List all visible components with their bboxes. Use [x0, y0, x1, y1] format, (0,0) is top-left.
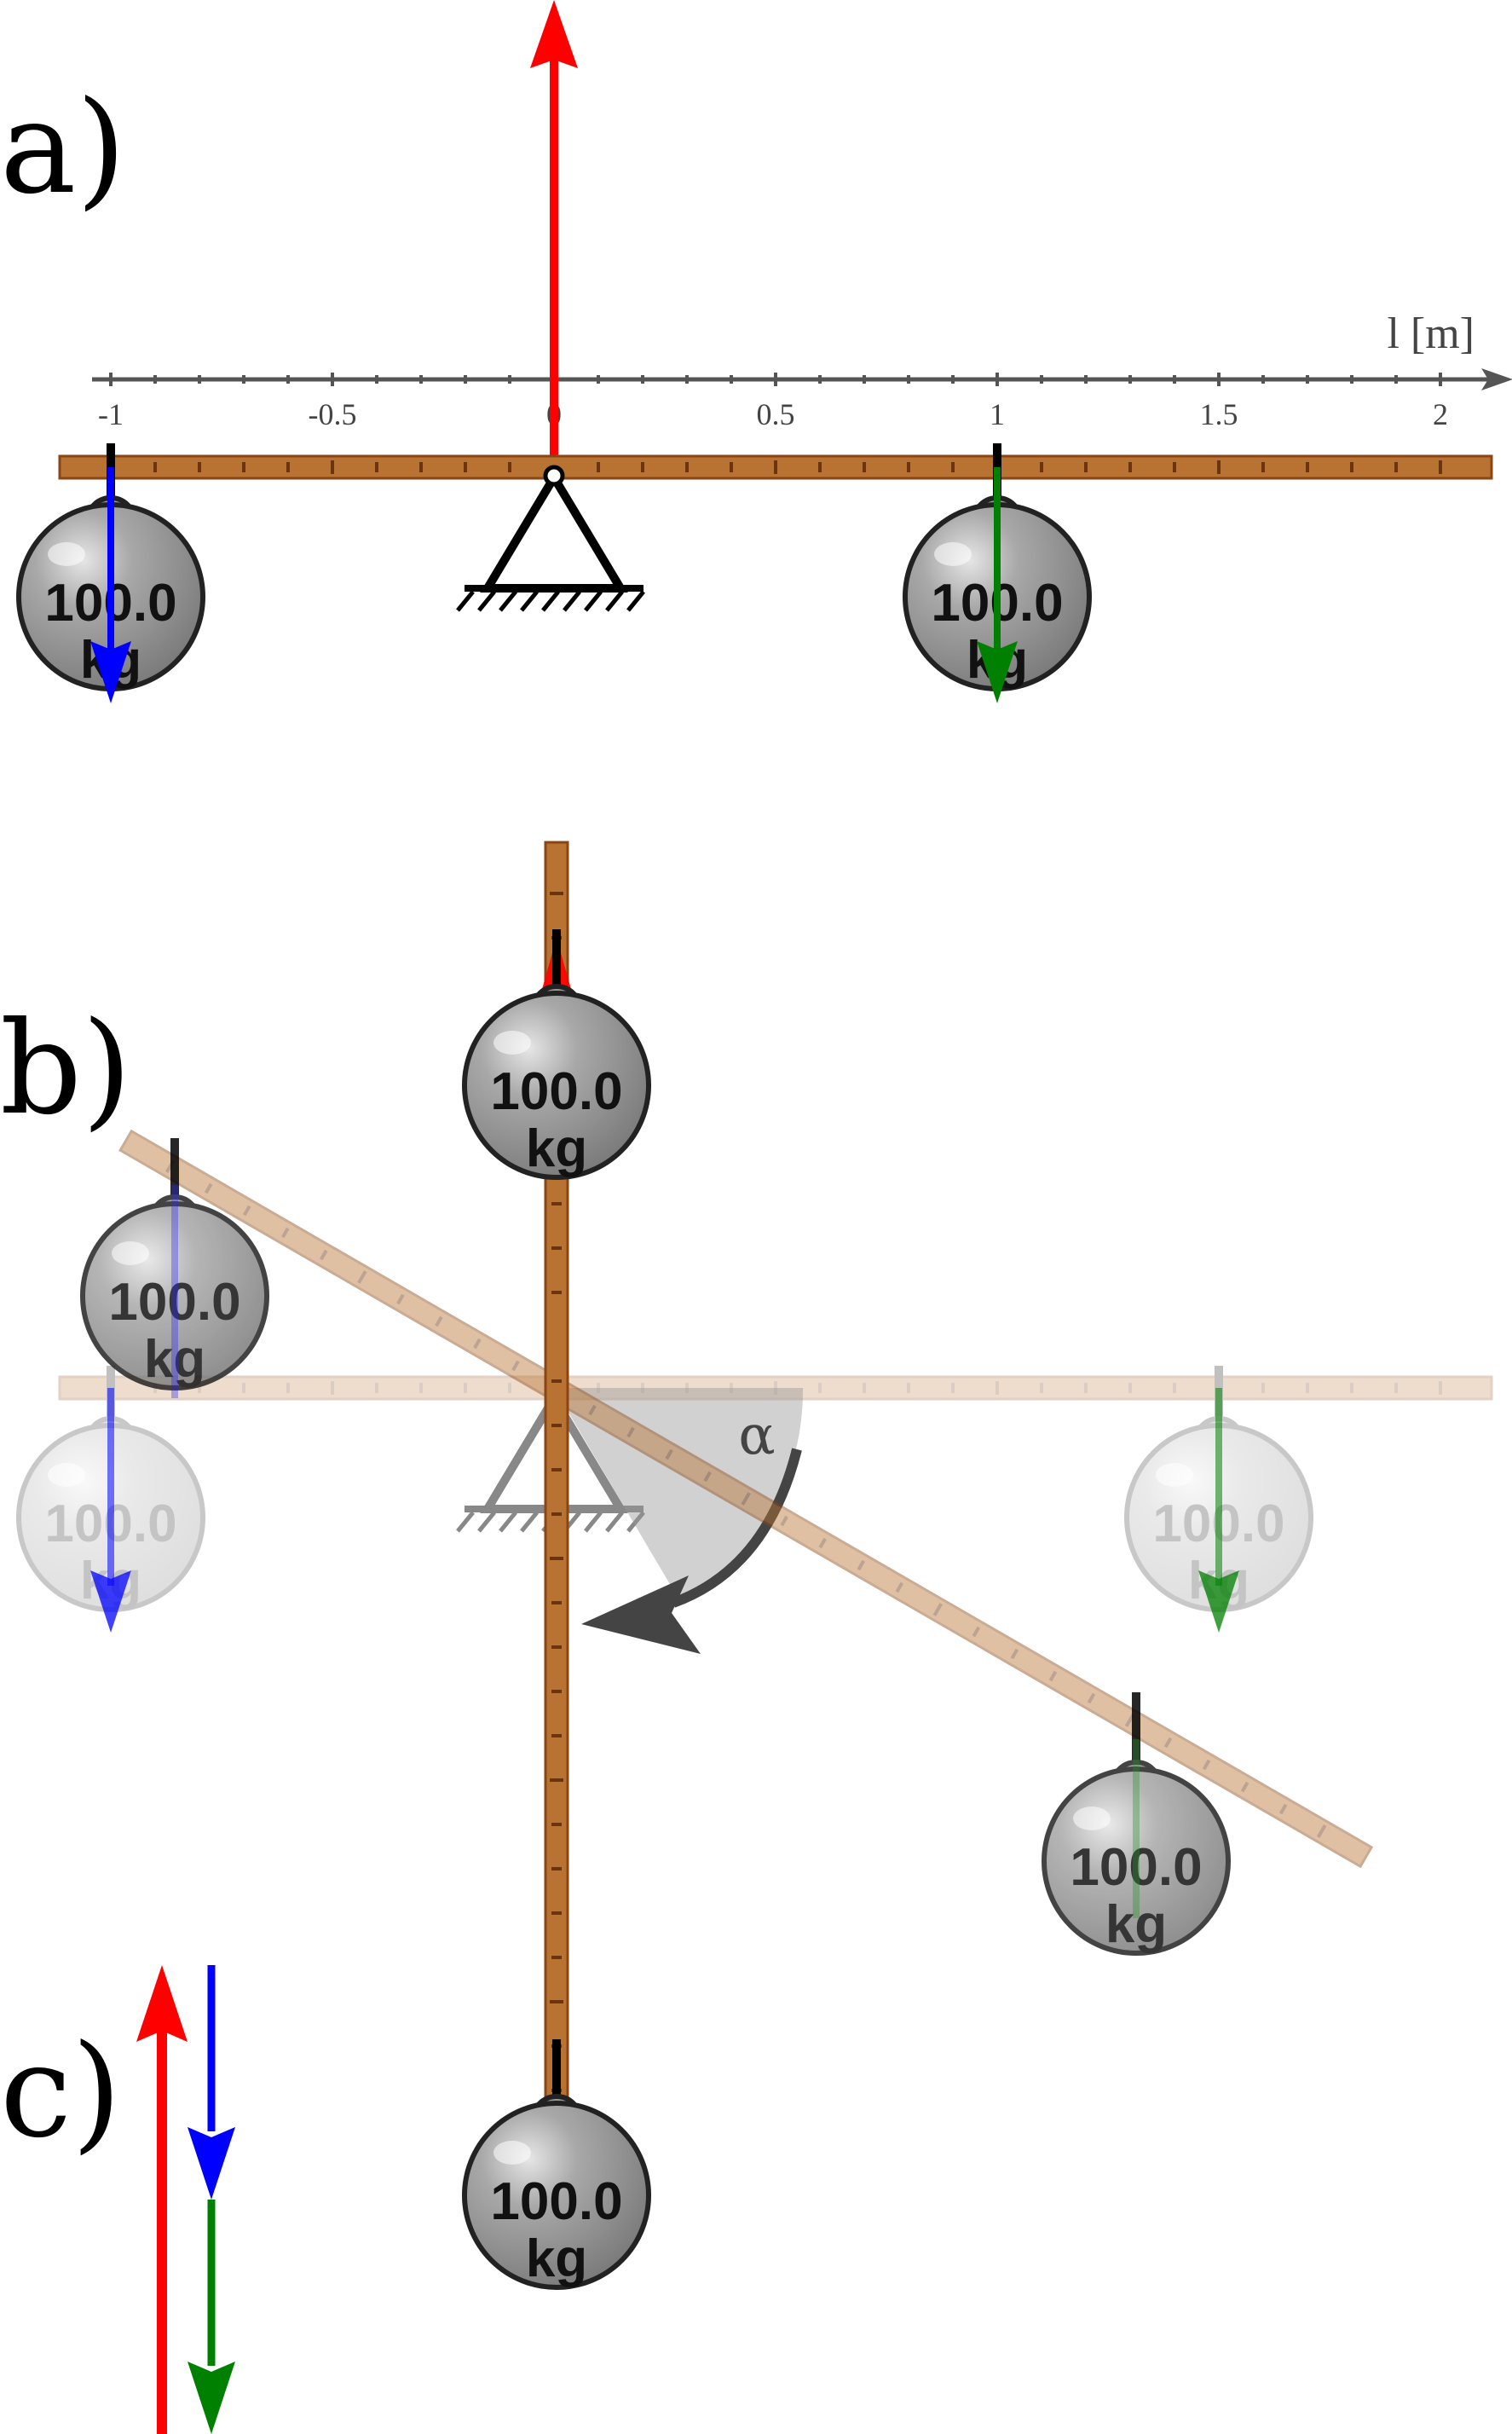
- axis-title: l [m]: [1387, 309, 1474, 358]
- force-sum-red: [136, 1965, 188, 2434]
- tick-label: -1: [98, 397, 124, 431]
- angle-sector: [554, 1388, 804, 1604]
- panel-a: a) l [m]: [0, 0, 1512, 703]
- pivot-support: [458, 477, 643, 610]
- panel-b-label: b): [0, 995, 132, 1143]
- tilted-weights: 100.0 kg 100.0 kg: [83, 1138, 1228, 1954]
- tilted-weight-left: 100.0 kg: [83, 1138, 267, 1398]
- panel-c: c): [0, 1965, 235, 2434]
- rotation-arrow: [581, 1448, 802, 1654]
- weight-unit: kg: [144, 1330, 205, 1389]
- force-sum-green: [188, 2200, 235, 2434]
- vertical-weight-bottom: 100.0 kg: [465, 2039, 649, 2288]
- tick-label: 1: [990, 397, 1005, 431]
- tick-label: 0.5: [757, 397, 795, 431]
- panel-b: b) 100.0 kg 100.0 kg: [0, 841, 1493, 2288]
- weight-unit: kg: [526, 2229, 587, 2288]
- weight-unit: kg: [1105, 1895, 1167, 1954]
- support-force-arrow: [530, 0, 578, 467]
- ghost-forces: [90, 1388, 1239, 1633]
- tilted-weight-right: 100.0 kg: [1044, 1692, 1228, 1954]
- tick-label: 1.5: [1200, 397, 1238, 431]
- weight-value: 100.0: [1070, 1838, 1202, 1897]
- panel-c-label: c): [0, 2018, 122, 2166]
- weight-unit: kg: [526, 1119, 587, 1178]
- vertical-weight-top: 100.0 kg: [465, 929, 649, 1178]
- panel-a-label: a): [0, 74, 126, 223]
- weight-left: 100.0 kg: [19, 443, 203, 703]
- angle-symbol: α: [738, 1404, 775, 1467]
- tick-label: 2: [1433, 397, 1448, 431]
- lever-beam: [58, 454, 1493, 480]
- force-sum-blue: [188, 1965, 235, 2200]
- weight-value: 100.0: [490, 2172, 622, 2231]
- tick-label: -0.5: [309, 397, 357, 431]
- weight-right: 100.0 kg: [905, 443, 1089, 703]
- pivot-pin: [543, 465, 565, 487]
- weight-value: 100.0: [490, 1062, 622, 1121]
- weight-value: 100.0: [108, 1273, 240, 1332]
- length-axis: l [m] -1 -0.5 0 0.5 1 1.5 2: [92, 309, 1512, 431]
